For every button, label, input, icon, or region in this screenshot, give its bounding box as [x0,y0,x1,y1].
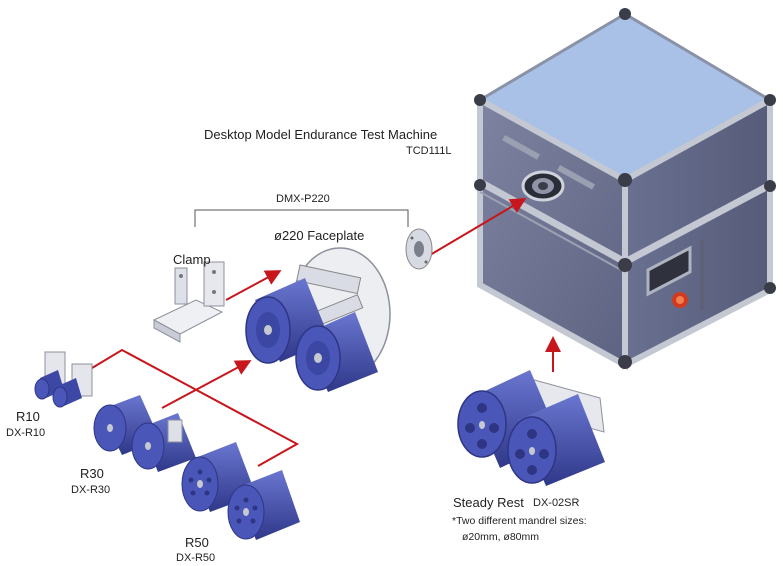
steady-rest-name: Steady Rest [453,495,524,510]
steady-rest-code: DX-02SR [533,497,580,509]
mandrel-r30-code: DX-R30 [71,484,111,496]
mandrel-r30-size: R30 [80,466,104,481]
mandrel-link-line [91,348,300,467]
mandrel-r50 [181,442,300,540]
faceplate-assembly [245,247,391,392]
control-display [646,245,692,297]
faceplate-roller-lower [295,312,378,392]
spindle-port [521,170,565,202]
steady-rest-note-line2: ø20mm, ø80mm [462,531,540,543]
faceplate-kit-code: DMX-P220 [276,193,330,205]
mandrel-r50-code: DX-R50 [176,552,216,564]
arrow-clamp-to-faceplate [225,270,282,301]
test-machine [474,8,776,371]
steady-rest [457,370,605,486]
clamp-part [152,261,225,343]
mandrel-r10 [34,351,93,408]
mandrel-r10-code: DX-R10 [6,427,46,439]
mandrel-r30 [93,395,196,472]
clamp-label: Clamp [173,252,211,267]
assembly-arrows [91,197,561,467]
faceplate-kit-bracket [194,209,409,227]
steady-rest-note-line1: *Two different mandrel sizes: [452,515,587,527]
mandrel-r50-size: R50 [185,535,209,550]
arrow-to-machine [429,197,527,256]
machine-title: Desktop Model Endurance Test Machine [204,127,438,142]
adapter-flange [405,228,433,270]
arrow-mandrel-to-faceplate [161,360,252,409]
emergency-stop-button [672,292,688,308]
machine-model: TCD111L [406,145,452,157]
mandrel-r10-size: R10 [16,409,40,424]
faceplate-name: ø220 Faceplate [274,228,365,243]
